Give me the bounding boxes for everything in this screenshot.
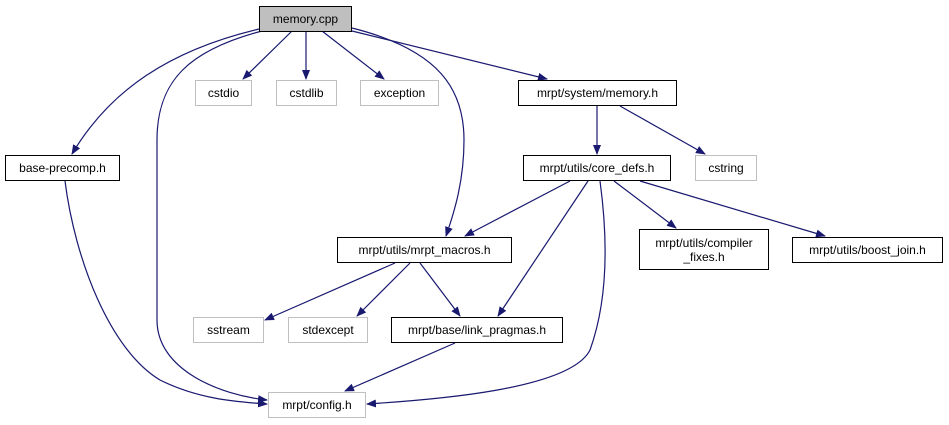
edge-memory-cpp-to-system-memory bbox=[351, 30, 548, 81]
node-link-pragmas-h[interactable]: mrpt/base/link_pragmas.h bbox=[391, 317, 563, 343]
node-boost-join-h[interactable]: mrpt/utils/boost_join.h bbox=[792, 237, 943, 263]
node-core-defs-h[interactable]: mrpt/utils/core_defs.h bbox=[523, 155, 671, 181]
node-memory-cpp[interactable]: memory.cpp bbox=[259, 6, 352, 32]
edge-base-precomp-to-config bbox=[64, 180, 268, 408]
edge-memory-cpp-to-mrpt-macros bbox=[351, 27, 465, 237]
edge-core-defs-to-config bbox=[366, 180, 606, 408]
node-config-h: mrpt/config.h bbox=[268, 392, 366, 418]
edge-memory-cpp-to-exception bbox=[321, 30, 385, 80]
edge-core-defs-to-link-pragmas bbox=[497, 180, 589, 317]
node-mrpt-macros-h[interactable]: mrpt/utils/mrpt_macros.h bbox=[337, 237, 512, 263]
node-cstring: cstring bbox=[695, 155, 757, 181]
edge-link-pragmas-to-config bbox=[344, 342, 456, 392]
edge-memory-cpp-to-base-precomp bbox=[71, 28, 260, 155]
edge-system-memory-to-cstring bbox=[619, 105, 706, 155]
node-system-memory-h[interactable]: mrpt/system/memory.h bbox=[518, 80, 677, 106]
node-exception: exception bbox=[360, 80, 439, 106]
edge-core-defs-to-compiler-fixes bbox=[613, 180, 677, 229]
edge-memory-cpp-to-config bbox=[156, 30, 268, 404]
node-base-precomp-h[interactable]: base-precomp.h bbox=[5, 155, 120, 181]
node-stdexcept: stdexcept bbox=[288, 317, 368, 343]
edge-mrpt-macros-to-stdexcept bbox=[356, 262, 411, 317]
node-cstdlib: cstdlib bbox=[276, 80, 337, 106]
edge-core-defs-to-boost-join bbox=[639, 180, 826, 238]
node-cstdio: cstdio bbox=[195, 80, 252, 106]
node-sstream: sstream bbox=[193, 317, 264, 343]
edge-memory-cpp-to-cstdio bbox=[242, 30, 293, 80]
edge-mrpt-macros-to-link-pragmas bbox=[419, 262, 461, 317]
node-compiler-fixes-h[interactable]: mrpt/utils/compiler _fixes.h bbox=[639, 229, 769, 270]
edge-core-defs-to-mrpt-macros bbox=[464, 180, 571, 237]
edge-mrpt-macros-to-sstream bbox=[264, 262, 396, 321]
